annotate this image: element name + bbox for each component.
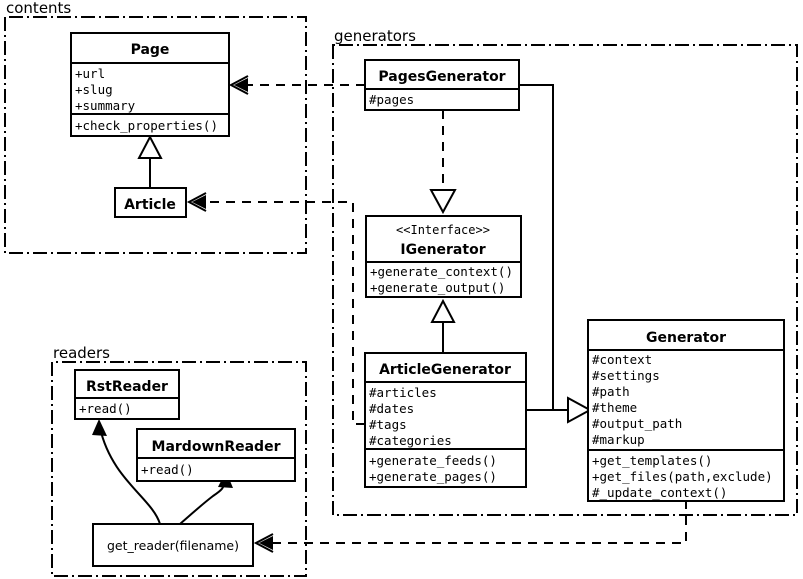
relation-articlegenerator-implements-igenerator (430, 298, 456, 355)
class-generator-method-2: #_update_context() (592, 485, 727, 500)
class-articlegenerator[interactable]: ArticleGenerator #articles #dates #tags … (364, 352, 527, 488)
class-generator-attr-0: #context (592, 352, 652, 367)
class-articlegenerator-name: ArticleGenerator (379, 362, 511, 378)
class-igenerator-stereotype: <<Interface>> (396, 223, 490, 237)
package-readers: readers (51, 344, 307, 577)
generator-inheritance-triangle (567, 396, 593, 424)
class-page-method-0: +check_properties() (75, 118, 218, 133)
class-igenerator-name: IGenerator (400, 242, 485, 258)
class-igenerator-box (365, 215, 522, 298)
class-page-attr-1: +slug (75, 82, 113, 97)
class-generator-attr-1: #settings (592, 368, 660, 383)
class-page-box (70, 32, 230, 137)
class-generator-method-1: +get_files(path,exclude) (592, 469, 773, 484)
class-rstreader-box (74, 369, 180, 420)
package-readers-label: readers (53, 344, 110, 362)
package-readers-border (51, 361, 307, 577)
class-articlegenerator-attr-1: #dates (369, 401, 414, 416)
class-articlegenerator-method-0: +generate_feeds() (369, 453, 497, 468)
class-mardownreader-name: MardownReader (152, 439, 281, 455)
class-generator-attr-3: #theme (592, 400, 637, 415)
package-contents-label: contents (6, 0, 71, 17)
class-article-box (114, 187, 187, 218)
class-articlegenerator-method-1: +generate_pages() (369, 469, 497, 484)
class-pagesgenerator-attr-0: #pages (369, 92, 414, 107)
class-pagesgenerator-box (364, 59, 520, 111)
class-igenerator[interactable]: <<Interface>> IGenerator +generate_conte… (365, 215, 522, 298)
package-contents: contents (4, 0, 307, 254)
class-generator-attr-2: #path (592, 384, 630, 399)
class-mardownreader-method-0: +read() (141, 462, 194, 477)
class-page[interactable]: Page +url +slug +summary +check_properti… (70, 32, 230, 137)
class-articlegenerator-attr-3: #categories (369, 433, 452, 448)
page-dependency-arrowhead (228, 75, 249, 95)
package-generators-label: generators (334, 27, 416, 45)
class-rstreader[interactable]: RstReader +read() (74, 369, 180, 420)
page-inheritance-triangle (137, 134, 163, 159)
package-generators: generators (332, 27, 798, 516)
package-contents-border (4, 16, 307, 254)
class-articlegenerator-box (364, 352, 527, 488)
class-mardownreader-box (136, 428, 296, 482)
article-dependency-arrowhead (186, 192, 207, 212)
package-generators-border (332, 44, 798, 516)
function-get-reader[interactable]: get_reader(filename) (92, 523, 254, 567)
relation-articlegenerator-extends-generator (526, 396, 593, 424)
class-igenerator-method-1: +generate_output() (370, 280, 505, 295)
relation-article-extends-page (137, 134, 163, 188)
relation-generator-uses-get-reader (253, 500, 687, 553)
class-generator-name: Generator (646, 330, 726, 346)
class-articlegenerator-attr-0: #articles (369, 385, 437, 400)
igenerator-inheritance-triangle (430, 298, 456, 323)
articlegenerator-article-dep-line (203, 201, 365, 425)
class-page-name: Page (131, 42, 170, 58)
class-pagesgenerator[interactable]: PagesGenerator #pages (364, 59, 520, 111)
relation-pagesgenerator-implements-igenerator (429, 110, 457, 215)
class-page-attr-2: +summary (75, 98, 136, 113)
function-get-reader-label: get_reader(filename) (107, 538, 239, 553)
class-pagesgenerator-name: PagesGenerator (378, 69, 505, 85)
getreader-dependency-arrowhead (253, 533, 274, 553)
igenerator-realization-triangle (429, 189, 457, 215)
class-page-attr-0: +url (75, 66, 105, 81)
generator-getreader-dep-line (270, 500, 687, 544)
function-get-reader-box (92, 523, 254, 567)
class-rstreader-name: RstReader (86, 379, 168, 395)
class-generator-method-0: +get_templates() (592, 453, 712, 468)
getreader-dependency-arrowfill (259, 536, 273, 550)
getreader-rstreader-curve (99, 427, 161, 525)
page-dependency-arrowfill (234, 78, 248, 92)
class-generator[interactable]: Generator #context #settings #path #them… (587, 319, 785, 502)
class-generator-attr-4: #output_path (592, 416, 682, 431)
class-mardownreader[interactable]: MardownReader +read() (136, 428, 296, 482)
relation-pagesgenerator-uses-page (228, 75, 365, 95)
relation-articlegenerator-uses-article (186, 192, 365, 425)
class-article-name: Article (124, 197, 176, 213)
rstreader-arrowhead (92, 419, 107, 436)
relation-get-reader-uses-rstreader (92, 419, 161, 525)
class-generator-attr-5: #markup (592, 432, 645, 447)
class-articlegenerator-attr-2: #tags (369, 417, 407, 432)
class-article[interactable]: Article (114, 187, 187, 218)
article-dependency-arrowfill (192, 195, 206, 209)
class-igenerator-method-0: +generate_context() (370, 264, 513, 279)
class-rstreader-method-0: +read() (79, 401, 132, 416)
